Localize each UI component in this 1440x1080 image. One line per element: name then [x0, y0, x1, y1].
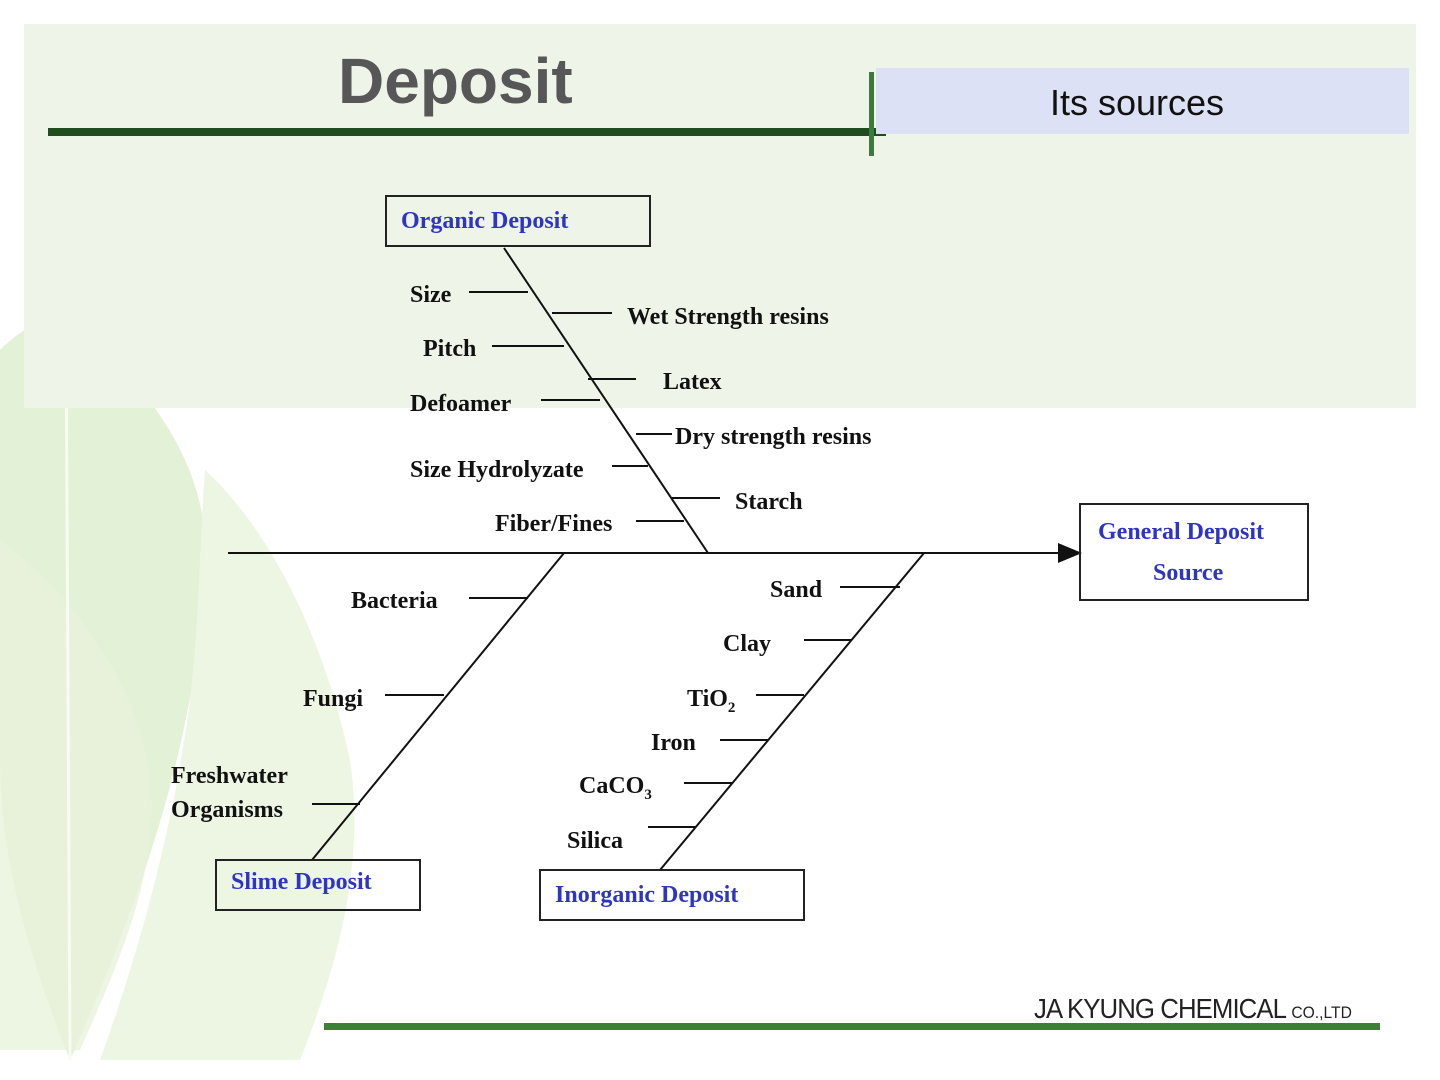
caco3-subscript: 3 [644, 786, 652, 803]
cause-defoamer: Defoamer [410, 391, 512, 417]
cause-silica: Silica [567, 828, 624, 854]
organic-bone [503, 247, 709, 554]
cause-tio2: TiO2 [687, 682, 735, 725]
cause-iron: Iron [651, 730, 696, 756]
slime-deposit-label: Slime Deposit [231, 869, 372, 895]
organic-deposit-box [385, 195, 651, 247]
inorganic-deposit-box [539, 869, 805, 921]
cause-freshwater-line2: Organisms [171, 797, 284, 823]
slime-bone [311, 552, 565, 861]
tio2-base: TiO [687, 686, 728, 712]
slime-deposit-box [215, 859, 421, 911]
inorganic-bone [659, 552, 925, 871]
logo-main: JA KYUNG CHEMICAL [1034, 993, 1286, 1024]
tio2-subscript: 2 [727, 699, 736, 716]
organic-deposit-label: Organic Deposit [401, 208, 569, 234]
cause-clay: Clay [723, 631, 771, 657]
cause-wet-strength: Wet Strength resins [627, 304, 829, 330]
cause-starch: Starch [735, 489, 803, 515]
effect-label-line1: General Deposit [1098, 519, 1264, 545]
footer-rule [324, 1023, 1380, 1030]
page-subtitle: Its sources [1050, 82, 1225, 123]
subtitle-divider [869, 72, 874, 156]
cause-sand: Sand [770, 577, 823, 603]
cause-fungi: Fungi [303, 686, 364, 712]
cause-pitch: Pitch [423, 336, 477, 362]
title-underline [48, 128, 886, 136]
cause-fiber-fines: Fiber/Fines [495, 511, 613, 537]
subtitle-box [876, 68, 1409, 134]
caco3-base: CaCO [579, 773, 645, 799]
cause-size-hydrolyzate: Size Hydrolyzate [410, 457, 584, 483]
effect-label-line2: Source [1153, 560, 1224, 586]
cause-dry-strength: Dry strength resins [675, 424, 872, 450]
inorganic-deposit-label: Inorganic Deposit [555, 882, 739, 908]
cause-bacteria: Bacteria [351, 588, 438, 614]
cause-caco3: CaCO3 [579, 769, 652, 812]
cause-latex: Latex [663, 369, 722, 395]
company-logo: JA KYUNG CHEMICAL CO.,LTD [1034, 993, 1352, 1025]
general-deposit-box [1079, 503, 1309, 601]
cause-size: Size [410, 282, 452, 308]
logo-suffix: CO.,LTD [1291, 1003, 1352, 1022]
cause-freshwater-line1: Freshwater [171, 763, 288, 789]
page-title: Deposit [338, 45, 573, 117]
